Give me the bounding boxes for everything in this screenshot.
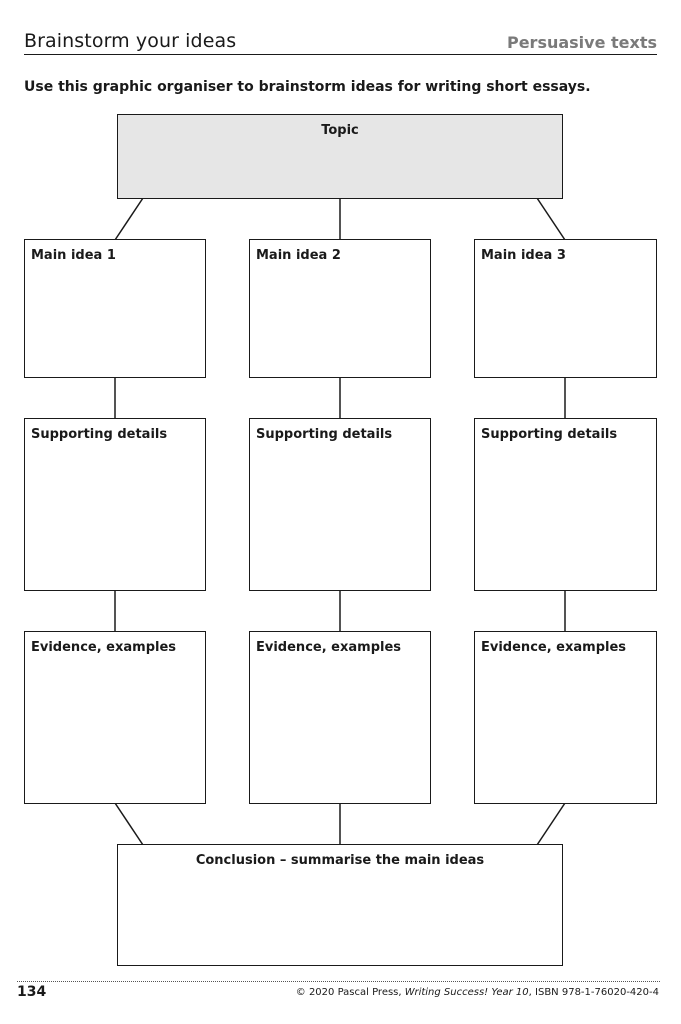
header-divider xyxy=(24,54,657,55)
connector-topic-main1 xyxy=(114,197,144,241)
page-title: Brainstorm your ideas xyxy=(24,30,237,52)
topic-label: Topic xyxy=(321,123,359,138)
supporting-details-3-box[interactable]: Supporting details xyxy=(474,418,657,591)
footer-divider xyxy=(17,981,660,982)
supporting-details-2-label: Supporting details xyxy=(256,427,393,442)
instruction-text: Use this graphic organiser to brainstorm… xyxy=(24,79,591,95)
connector-topic-main3 xyxy=(536,197,566,241)
evidence-3-box[interactable]: Evidence, examples xyxy=(474,631,657,804)
footer-book-title: Writing Success! Year 10 xyxy=(404,987,529,998)
main-idea-2-box[interactable]: Main idea 2 xyxy=(249,239,431,378)
main-idea-1-label: Main idea 1 xyxy=(31,248,116,263)
supporting-details-3-label: Supporting details xyxy=(481,427,618,442)
supporting-details-1-label: Supporting details xyxy=(31,427,168,442)
supporting-details-1-box[interactable]: Supporting details xyxy=(24,418,206,591)
footer-credit: © 2020 Pascal Press, Writing Success! Ye… xyxy=(296,987,659,998)
connector-evidence1-conclusion xyxy=(114,802,144,846)
evidence-1-box[interactable]: Evidence, examples xyxy=(24,631,206,804)
connector-evidence3-conclusion xyxy=(536,802,566,846)
evidence-3-label: Evidence, examples xyxy=(481,640,627,655)
topic-box[interactable]: Topic xyxy=(117,114,563,199)
supporting-details-2-box[interactable]: Supporting details xyxy=(249,418,431,591)
conclusion-box[interactable]: Conclusion – summarise the main ideas xyxy=(117,844,563,966)
conclusion-label: Conclusion – summarise the main ideas xyxy=(195,853,485,868)
section-label: Persuasive texts xyxy=(506,33,657,52)
page-number: 134 xyxy=(17,984,47,1000)
evidence-2-box[interactable]: Evidence, examples xyxy=(249,631,431,804)
main-idea-3-box[interactable]: Main idea 3 xyxy=(474,239,657,378)
main-idea-2-label: Main idea 2 xyxy=(256,248,341,263)
main-idea-3-label: Main idea 3 xyxy=(481,248,566,263)
evidence-1-label: Evidence, examples xyxy=(31,640,177,655)
footer-isbn: , ISBN 978-1-76020-420-4 xyxy=(528,987,659,998)
footer-copyright: © 2020 Pascal Press, xyxy=(295,987,405,998)
evidence-2-label: Evidence, examples xyxy=(256,640,402,655)
main-idea-1-box[interactable]: Main idea 1 xyxy=(24,239,206,378)
